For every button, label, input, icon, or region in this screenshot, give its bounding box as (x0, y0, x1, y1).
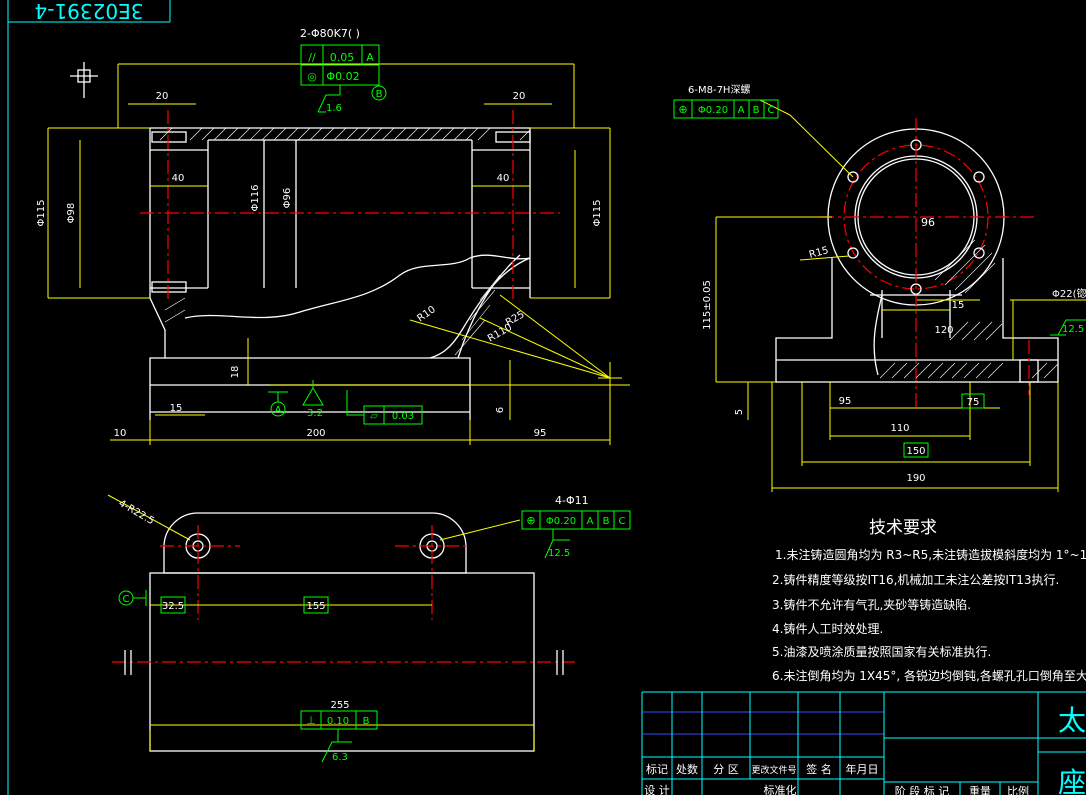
side-roughness: 12.5 (1062, 324, 1084, 335)
tb-weight: 重量 (969, 784, 991, 795)
tb-header-2: 处数 (676, 763, 698, 776)
front-dim-10: 10 (114, 428, 127, 439)
front-r110: R110 (486, 322, 514, 345)
plan-roughness-bottom: 6.3 (332, 752, 348, 763)
position-icon: ◎ (307, 70, 317, 83)
front-dim-18: 18 (230, 366, 241, 379)
side-r15: R15 (808, 245, 830, 261)
plan-datum-c: C (619, 516, 626, 527)
side-dim-115: 115±0.05 (702, 280, 713, 330)
side-datum-b: B (753, 105, 760, 116)
tech-item-1: 1.未注铸造圆角均为 R3~R5,未注铸造拔模斜度均为 1°~1.5°. (775, 547, 1086, 562)
plan-perp-datum: B (363, 716, 370, 727)
front-datum-b: B (376, 89, 383, 100)
front-dim-20-left: 20 (156, 91, 169, 102)
front-roughness-top: 1.6 (326, 103, 342, 114)
front-dim-200: 200 (306, 428, 325, 439)
side-dim-96: 96 (921, 216, 935, 229)
side-datum-a: A (738, 105, 745, 116)
front-dim-phi96: Φ96 (282, 188, 293, 209)
tb-stage-mark: 阶 段 标 记 (895, 784, 950, 795)
side-dim-15: 15 (952, 300, 965, 311)
tb-scale: 比例 (1007, 784, 1029, 795)
plan-position-tol: Φ0.20 (546, 516, 576, 527)
plan-dim-155: 155 (306, 601, 325, 612)
title-block (641, 691, 1086, 795)
plan-datum-a: A (587, 516, 594, 527)
side-dim-190: 190 (906, 473, 925, 484)
drawing-frame (7, 0, 171, 795)
side-dim-75: 75 (967, 397, 980, 408)
side-hole-note: 6-M8-7H深螺 (688, 84, 750, 96)
side-datum-c: C (768, 105, 775, 116)
front-r10: R10 (415, 304, 437, 324)
tech-item-6: 6.未注倒角均为 1X45°, 各锐边均倒钝,各螺孔孔口倒角至大径. (772, 668, 1086, 683)
tb-header-1: 标记 (646, 762, 668, 776)
tb-design: 设 计 (644, 784, 670, 795)
front-dim-phi115-right: Φ115 (592, 200, 603, 227)
front-dim-20-right: 20 (513, 91, 526, 102)
side-dim-150: 150 (906, 446, 925, 457)
side-view (673, 99, 1086, 492)
plan-datum-b: B (603, 516, 610, 527)
plan-dim-32-5: 32.5 (162, 601, 184, 612)
front-parallel-datum: A (366, 51, 374, 64)
tb-header-4: 更改文件号 (751, 764, 796, 776)
perpendicular-icon: ⊥ (306, 714, 316, 727)
drawing-number: 3E02391-4 (35, 0, 144, 23)
front-position-tol: Φ0.02 (326, 70, 359, 83)
plan-hole-note: 4-Φ11 (555, 494, 589, 507)
parallel-icon: // (308, 51, 316, 64)
side-dim-120: 120 (934, 325, 953, 336)
side-position-tol: Φ0.20 (698, 105, 728, 116)
front-dim-40-left: 40 (172, 173, 185, 184)
front-dim-phi115-left: Φ115 (36, 200, 47, 227)
front-dim-40-right: 40 (497, 173, 510, 184)
plan-dim-255: 255 (330, 700, 349, 711)
front-roughness-bottom: 3.2 (307, 408, 323, 419)
front-datum-a: A (275, 405, 282, 416)
side-dim-phi22: Φ22(锪平 (1052, 287, 1086, 300)
tech-item-4: 4.铸件人工时效处理. (772, 621, 883, 636)
tech-item-3: 3.铸件不允许有气孔,夹砂等铸造缺陷. (772, 597, 971, 612)
front-flatness-tol: 0.03 (392, 411, 414, 422)
plan-radius-note: 4-R22.5 (117, 498, 156, 527)
tb-header-6: 年月日 (846, 762, 879, 776)
front-top-note: 2-Φ80K7( ) (300, 27, 360, 40)
tb-title-char-2: 座 (1058, 766, 1086, 795)
side-dim-110: 110 (890, 423, 909, 434)
tb-header-3: 分 区 (713, 763, 739, 776)
side-position-icon: ⊕ (678, 103, 687, 116)
tech-item-2: 2.铸件精度等级按IT16,机械加工未注公差按IT13执行. (772, 572, 1059, 587)
front-parallel-tol: 0.05 (330, 51, 355, 64)
tb-header-5: 签 名 (806, 762, 832, 776)
plan-perp-tol: 0.10 (327, 716, 349, 727)
side-dim-5: 5 (734, 409, 745, 415)
tb-title-char-1: 太 (1058, 704, 1086, 737)
tb-standardization: 标准化 (764, 783, 797, 795)
plan-roughness-hole: 12.5 (548, 548, 570, 559)
plan-position-icon: ⊕ (526, 514, 535, 527)
flatness-icon: ▱ (370, 411, 378, 422)
side-dim-95: 95 (839, 396, 852, 407)
tech-item-5: 5.油漆及喷涂质量按照国家有关标准执行. (772, 644, 991, 659)
front-dim-phi116: Φ116 (250, 185, 261, 212)
tech-requirements-title: 技术要求 (869, 518, 937, 538)
front-dim-phi98: Φ98 (66, 203, 77, 224)
front-view (47, 44, 630, 445)
front-dim-95: 95 (534, 428, 547, 439)
plan-datum-c-mark: C (123, 594, 130, 605)
plan-view (107, 494, 631, 763)
front-dim-6: 6 (495, 407, 506, 413)
crosshair-icon (70, 62, 98, 98)
front-dim-15: 15 (170, 403, 183, 414)
